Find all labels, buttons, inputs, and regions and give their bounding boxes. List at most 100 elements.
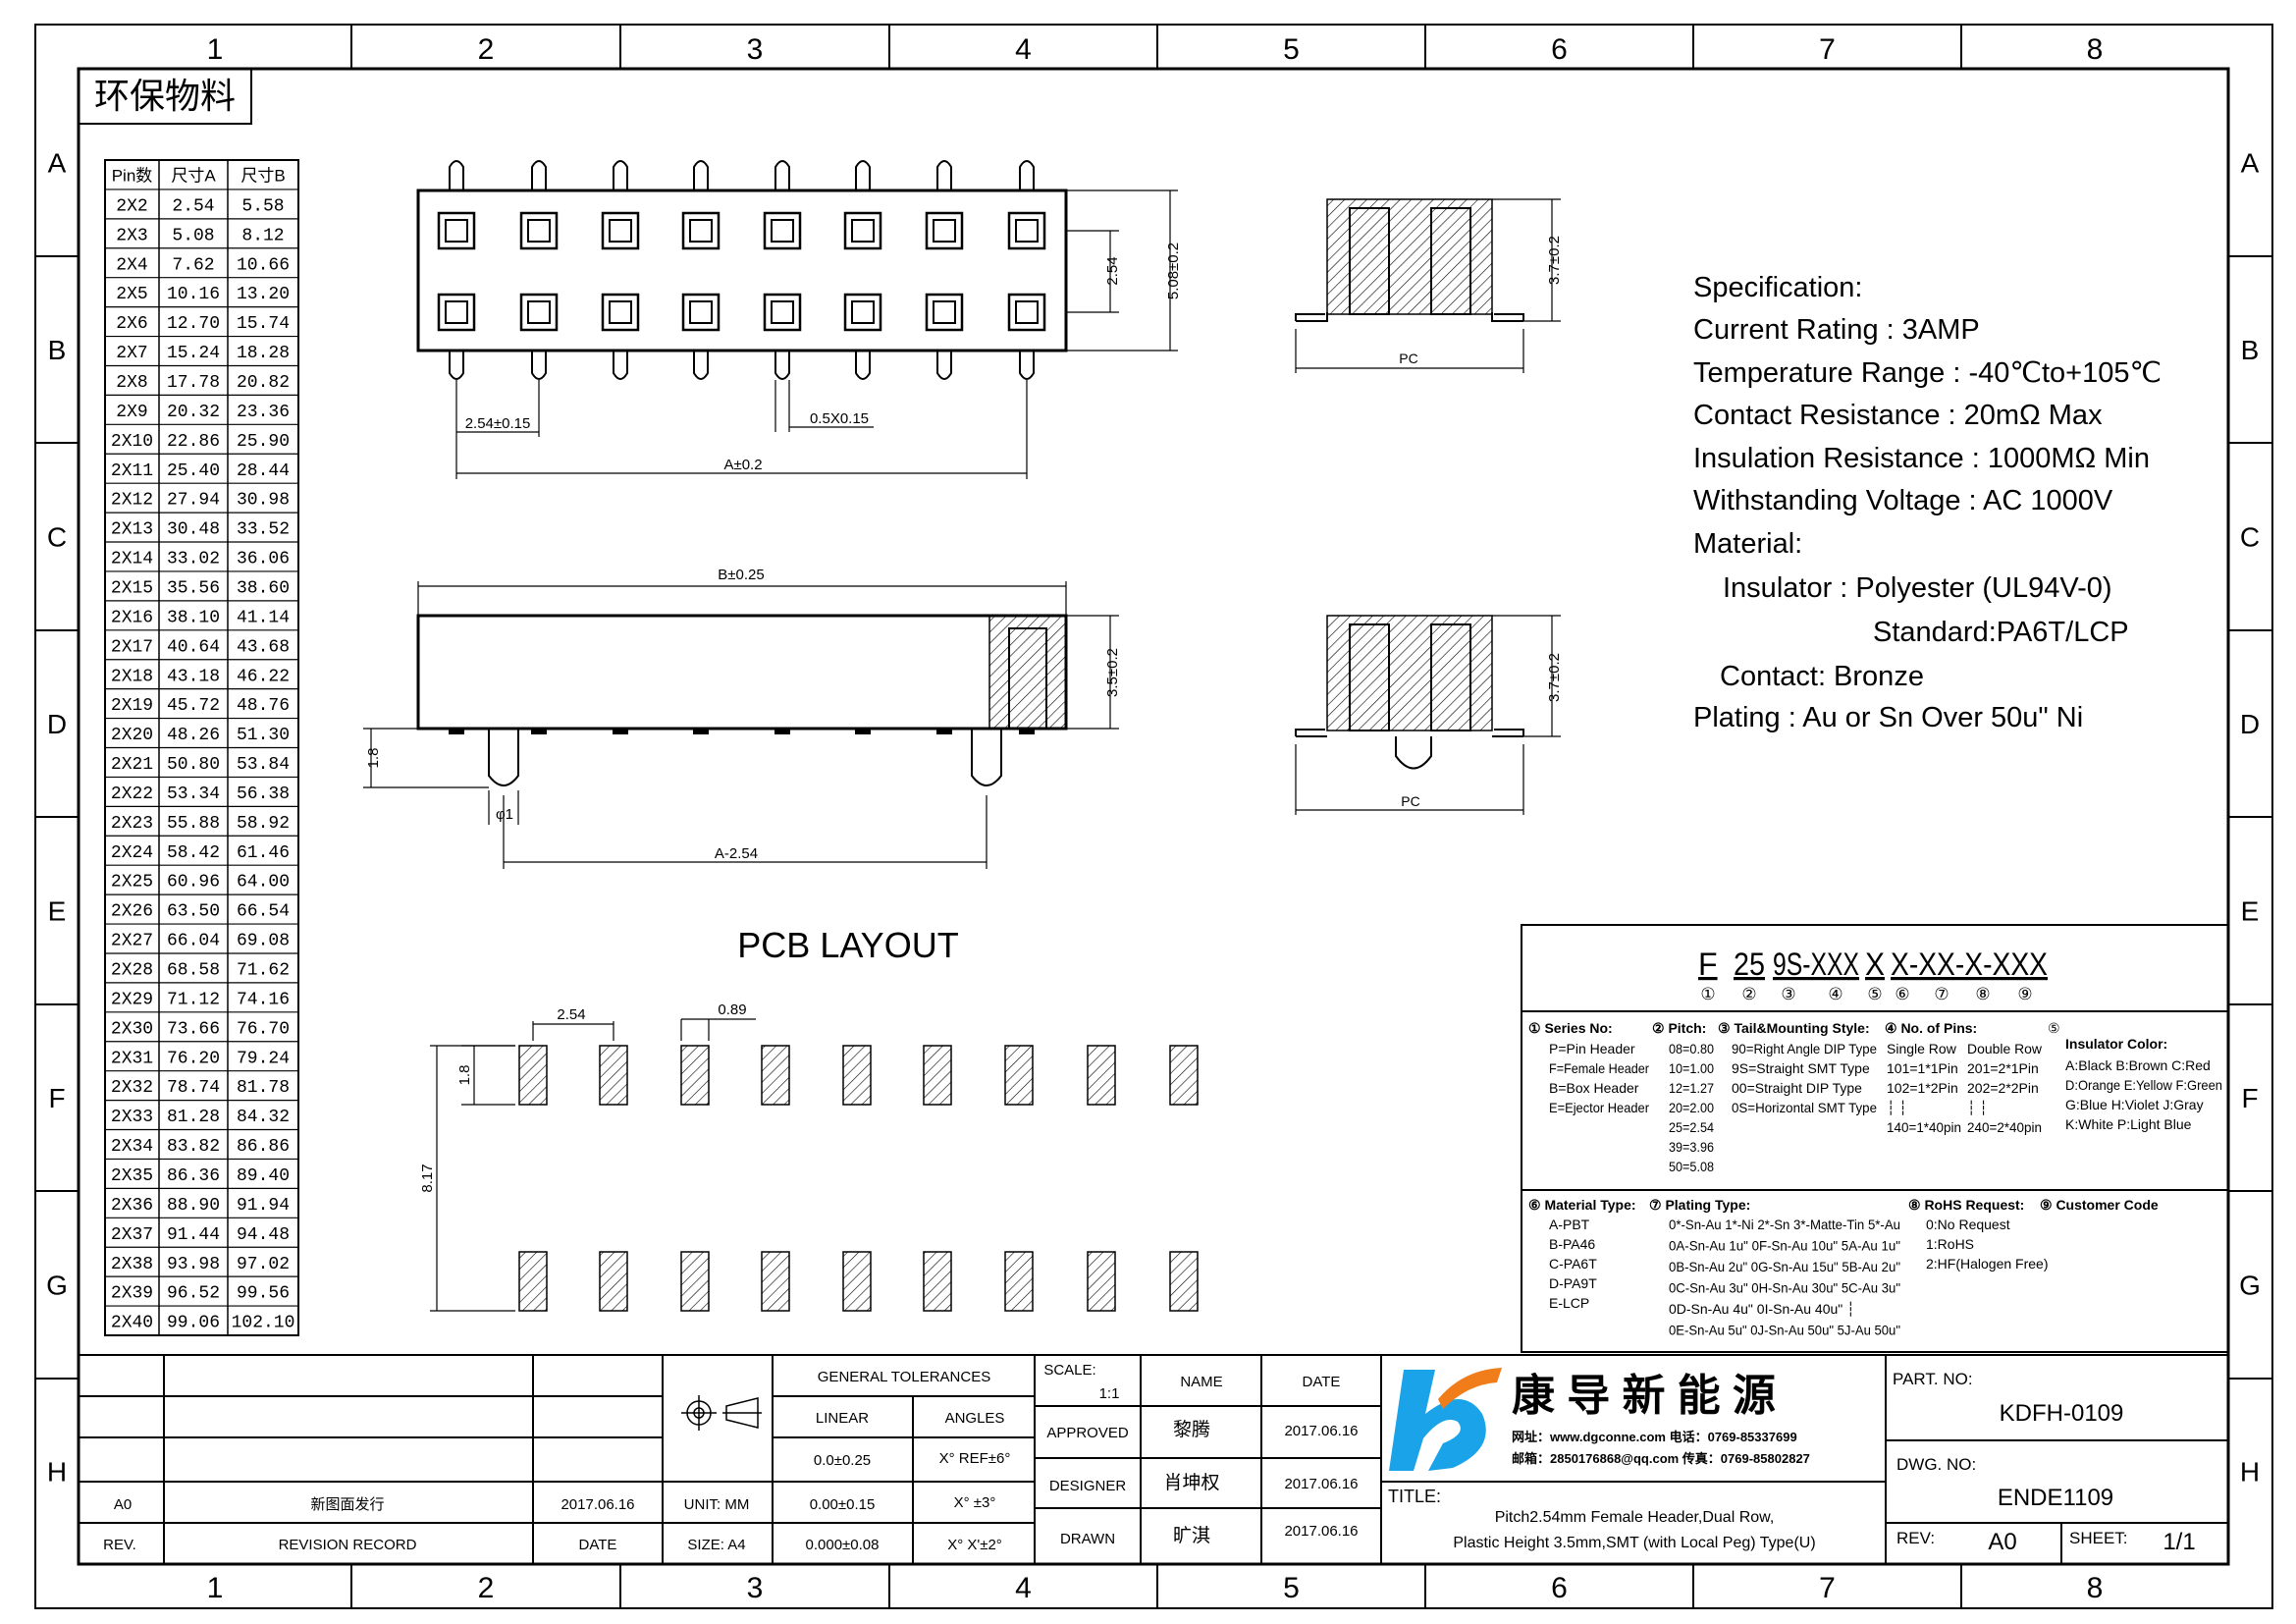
spec-line: Plating : Au or Sn Over 50u" Ni bbox=[1693, 702, 2083, 733]
spec-line: Contact: Bronze bbox=[1720, 661, 1924, 692]
row-label: E bbox=[48, 896, 67, 927]
company-logo bbox=[1389, 1368, 1502, 1471]
legend-item: 50=5.08 bbox=[1669, 1159, 1714, 1174]
dim-side-pc-1: PC bbox=[1399, 351, 1417, 366]
table-cell: 2.54 bbox=[172, 196, 214, 216]
legend-item: 39=3.96 bbox=[1669, 1139, 1714, 1155]
table-cell: 2X39 bbox=[111, 1284, 153, 1304]
legend-item: 101=1*1Pin bbox=[1887, 1060, 1958, 1076]
legend-item: K:White P:Light Blue bbox=[2065, 1116, 2192, 1132]
pcb-pad bbox=[1004, 1045, 1034, 1106]
legend-heading: ① Series No: bbox=[1528, 1020, 1613, 1036]
table-cell: 10.66 bbox=[237, 255, 290, 275]
dim-side-height-1: 3.7±0.2 bbox=[1546, 236, 1563, 285]
scale-value: 1:1 bbox=[1099, 1385, 1120, 1402]
row-label: C bbox=[47, 522, 67, 553]
legend-heading: ③ Tail&Mounting Style: bbox=[1718, 1020, 1870, 1036]
table-cell: 2X6 bbox=[116, 314, 147, 334]
table-cell: 25.90 bbox=[237, 432, 290, 452]
table-cell: 60.96 bbox=[167, 873, 220, 893]
angle-tol-1: X° REF±6° bbox=[939, 1450, 1011, 1467]
pcb-layout-title: PCB LAYOUT bbox=[737, 925, 958, 965]
table-cell: 2X9 bbox=[116, 403, 147, 422]
company-contact-2: 邮箱：2850176868@qq.com 传真：0769-85802827 bbox=[1512, 1451, 1810, 1466]
code-segment: 25 bbox=[1734, 947, 1765, 982]
sheet-label: SHEET: bbox=[2069, 1529, 2128, 1547]
column-label: 8 bbox=[2087, 1572, 2104, 1604]
table-cell: 2X24 bbox=[111, 843, 153, 863]
legend-item: 102=1*2Pin bbox=[1887, 1080, 1958, 1096]
legend-item: 2:HF(Halogen Free) bbox=[1926, 1256, 2049, 1272]
pcb-pad bbox=[761, 1251, 790, 1312]
table-cell: 48.26 bbox=[167, 726, 220, 745]
table-cell: 91.44 bbox=[167, 1225, 220, 1245]
column-label: 2 bbox=[478, 33, 495, 66]
table-cell: 23.36 bbox=[237, 403, 290, 422]
pcb-pad bbox=[1087, 1251, 1116, 1312]
legend-item: 10=1.00 bbox=[1669, 1060, 1714, 1076]
column-label: 8 bbox=[2087, 33, 2104, 66]
table-cell: 2X25 bbox=[111, 873, 153, 893]
projection-symbol-icon bbox=[681, 1395, 762, 1431]
table-cell: 2X19 bbox=[111, 696, 153, 716]
spec-line: Insulation Resistance : 1000MΩ Min bbox=[1693, 443, 2150, 474]
size-label: SIZE: A4 bbox=[687, 1537, 745, 1553]
legend-item: A:Black B:Brown C:Red bbox=[2065, 1057, 2211, 1073]
table-cell: 7.62 bbox=[172, 255, 214, 275]
code-marker: ④ bbox=[1828, 985, 1842, 1003]
company-name: 康 导 新 能 源 bbox=[1512, 1372, 1776, 1420]
table-cell: 66.54 bbox=[237, 902, 290, 922]
table-cell: 91.94 bbox=[237, 1196, 290, 1216]
row-label: E bbox=[2241, 896, 2260, 927]
table-cell: 89.40 bbox=[237, 1166, 290, 1186]
row-label: H bbox=[47, 1457, 67, 1488]
table-cell: 83.82 bbox=[167, 1137, 220, 1157]
table-cell: 2X35 bbox=[111, 1166, 153, 1186]
drawn-name: 旷淇 bbox=[1173, 1525, 1210, 1546]
revision-record-header: REVISION RECORD bbox=[279, 1537, 417, 1553]
table-cell: 35.56 bbox=[167, 578, 220, 598]
table-cell: 5.08 bbox=[172, 226, 214, 245]
table-cell: 2X28 bbox=[111, 961, 153, 981]
pcb-pad bbox=[923, 1045, 952, 1106]
dim-pin-size: 0.5X0.15 bbox=[810, 410, 869, 427]
spec-line: Standard:PA6T/LCP bbox=[1873, 617, 2129, 648]
row-label: G bbox=[2239, 1271, 2261, 1301]
table-cell: 76.70 bbox=[237, 1019, 290, 1039]
table-cell: 61.46 bbox=[237, 843, 290, 863]
designer-date: 2017.06.16 bbox=[1284, 1476, 1358, 1492]
table-cell: 45.72 bbox=[167, 696, 220, 716]
row-label: B bbox=[2241, 335, 2260, 365]
table-cell: 43.18 bbox=[167, 667, 220, 686]
code-marker: ⑧ bbox=[1975, 985, 1990, 1003]
legend-item: D:Orange E:Yellow F:Green bbox=[2065, 1077, 2222, 1093]
row-label: B bbox=[48, 335, 67, 365]
linear-tol-2: 0.00±0.15 bbox=[810, 1496, 876, 1513]
table-cell: 33.52 bbox=[237, 520, 290, 540]
linear-tol-1: 0.0±0.25 bbox=[814, 1452, 871, 1469]
legend-item: F=Female Header bbox=[1549, 1060, 1649, 1076]
dim-top-pitch-v: 2.54 bbox=[1104, 256, 1121, 285]
table-cell: 88.90 bbox=[167, 1196, 220, 1216]
legend-item: E=Ejector Header bbox=[1549, 1100, 1649, 1115]
table-cell: 94.48 bbox=[237, 1225, 290, 1245]
spec-line: Temperature Range : -40℃to+105℃ bbox=[1693, 357, 2162, 389]
table-cell: 86.36 bbox=[167, 1166, 220, 1186]
legend-item: C-PA6T bbox=[1549, 1256, 1597, 1272]
front-view: B±0.25 3.5±0.2 1.8 φ1 A-2.54 bbox=[363, 567, 1121, 869]
rev-date: 2017.06.16 bbox=[561, 1496, 634, 1513]
table-cell: 48.76 bbox=[237, 696, 290, 716]
legend-heading: ⑥ Material Type: bbox=[1528, 1197, 1636, 1213]
table-cell: 28.44 bbox=[237, 461, 290, 481]
rev-value-field: A0 bbox=[1988, 1529, 2016, 1555]
column-label: 7 bbox=[1819, 1572, 1836, 1604]
